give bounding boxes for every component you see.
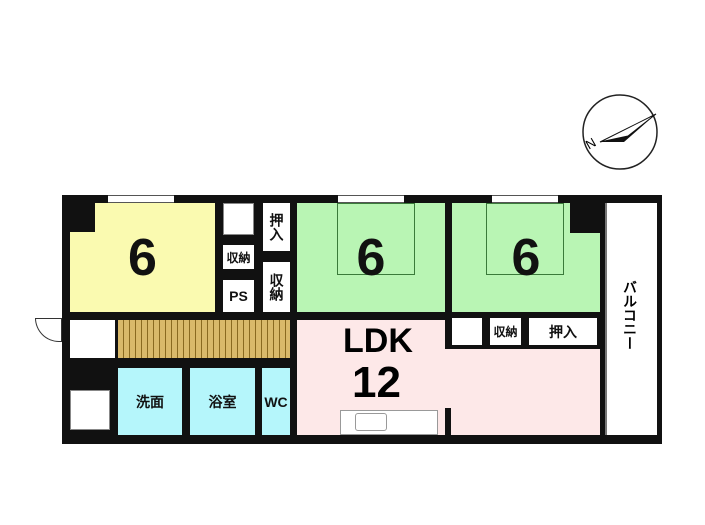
hallway (118, 320, 290, 358)
storage-3: 収納 (490, 318, 521, 345)
pillar (570, 203, 600, 233)
window (108, 195, 174, 203)
washroom: 洗面 (118, 368, 182, 435)
kitchen-counter (340, 410, 438, 435)
storage-1: 収納 (223, 245, 254, 269)
compass-icon (582, 94, 658, 170)
western-room-size: 6 (128, 228, 157, 287)
wc: WC (262, 368, 290, 435)
entrance (70, 320, 115, 358)
ldk-label: LDK (343, 322, 413, 360)
storage-2: 収納 (263, 262, 290, 312)
japanese-room-2-size: 6 (511, 228, 541, 287)
japanese-room-1-size: 6 (356, 228, 386, 287)
closet-1: 押入 (263, 203, 290, 251)
wall (445, 408, 451, 435)
window (492, 195, 558, 203)
entrance-door (35, 318, 62, 342)
japanese-room-1: 6 (297, 203, 445, 312)
ldk-size: 12 (352, 358, 401, 407)
balcony-label: バルコニー (622, 280, 638, 350)
bathroom: 浴室 (190, 368, 255, 435)
ps: PS (223, 280, 254, 312)
pillar (62, 195, 95, 232)
balcony (605, 203, 657, 435)
shaft (223, 203, 254, 235)
window (338, 195, 404, 203)
shaft (70, 390, 110, 430)
closet-2: 押入 (529, 318, 597, 345)
balcony-top-wall (600, 195, 662, 203)
